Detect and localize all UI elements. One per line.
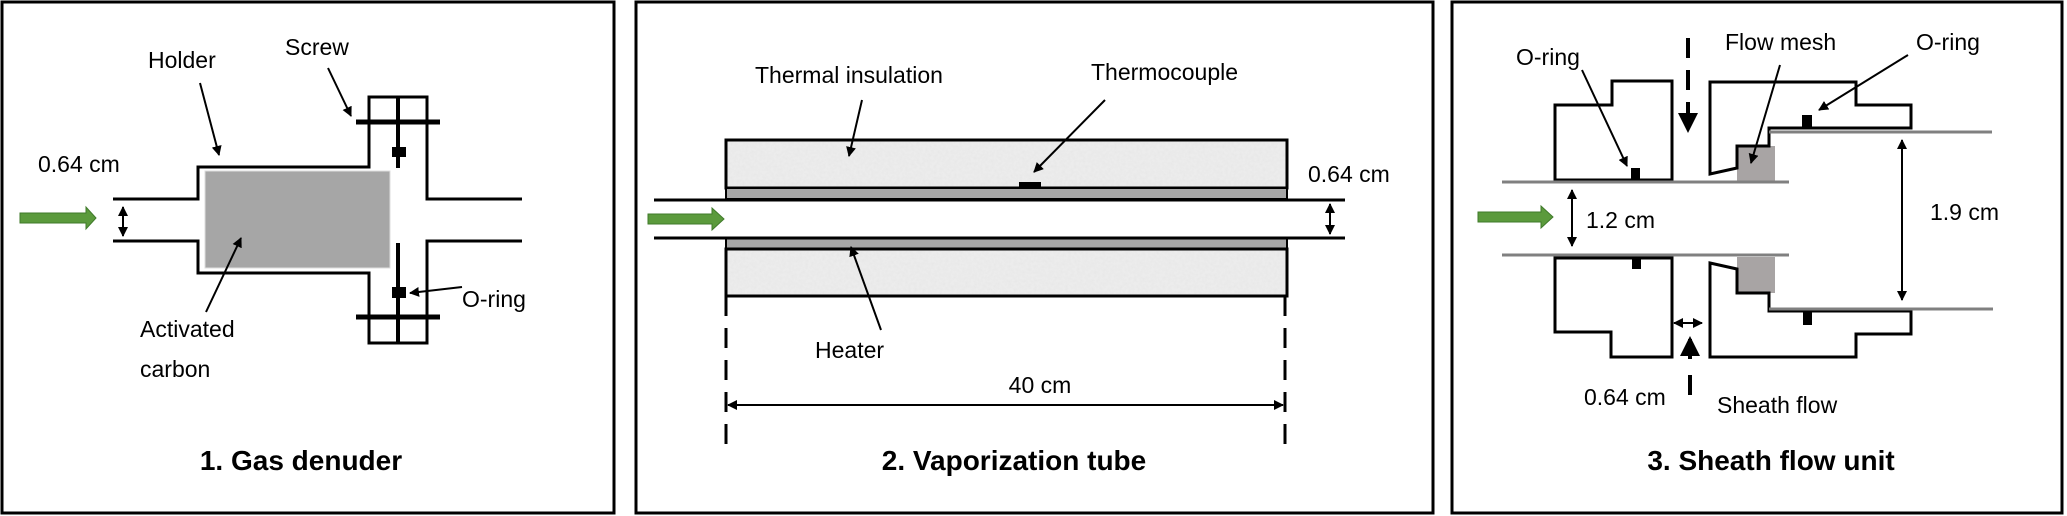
heater-upper bbox=[725, 187, 1288, 200]
left-block-upper bbox=[1553, 79, 1674, 182]
screw-pointer-arrow bbox=[327, 67, 352, 117]
panel-title: 1. Gas denuder bbox=[200, 445, 402, 476]
flow-arrow-icon bbox=[19, 205, 97, 231]
oring-lower bbox=[392, 287, 406, 298]
thermocouple-pointer-arrow bbox=[1033, 99, 1106, 173]
activated-carbon-block bbox=[204, 170, 391, 269]
flow-arrow-icon bbox=[647, 206, 725, 232]
diameter-label: 0.64 cm bbox=[1308, 161, 1390, 187]
gap-label: 0.64 cm bbox=[1584, 384, 1666, 410]
right-block-upper bbox=[1708, 80, 1913, 176]
flow-mesh-upper bbox=[1737, 146, 1775, 181]
oring-left-label: O-ring bbox=[1516, 44, 1580, 70]
oring-label: O-ring bbox=[462, 286, 526, 312]
holder-lower-wall bbox=[113, 239, 522, 345]
thermocouple bbox=[1019, 182, 1041, 189]
heater-pointer-arrow bbox=[849, 246, 882, 331]
length-label: 40 cm bbox=[1009, 372, 1072, 398]
oring-upper bbox=[392, 147, 406, 157]
panel-sheath-flow-unit: O-ring Flow mesh O-ring 1.2 cm 1.9 cm 0.… bbox=[1450, 0, 2064, 515]
oring-left-upper bbox=[1631, 168, 1640, 180]
panel-title: 3. Sheath flow unit bbox=[1647, 445, 1894, 476]
flow-mesh-pointer-arrow bbox=[1748, 64, 1781, 164]
flow-arrow-icon bbox=[1477, 204, 1554, 230]
panel-vaporization-tube: Thermal insulation Thermocouple 0.64 cm … bbox=[634, 0, 1435, 515]
oring-right-upper bbox=[1802, 115, 1812, 127]
activated-label: Activated bbox=[140, 316, 235, 342]
insulation-texture bbox=[728, 142, 1285, 186]
oring-right-pointer-arrow bbox=[1818, 54, 1909, 111]
diameter-label: 0.64 cm bbox=[38, 151, 120, 177]
outer-diameter-label: 1.9 cm bbox=[1930, 199, 1999, 225]
sheath-flow-label: Sheath flow bbox=[1717, 392, 1838, 418]
panel-title: 2. Vaporization tube bbox=[882, 445, 1146, 476]
oring-left-lower bbox=[1632, 258, 1641, 269]
carbon-pointer-arrow bbox=[205, 237, 242, 313]
insulation-label: Thermal insulation bbox=[755, 62, 943, 88]
left-block-lower bbox=[1553, 256, 1674, 359]
inner-diameter-label: 1.2 cm bbox=[1586, 207, 1655, 233]
oring-right-lower bbox=[1803, 312, 1812, 325]
oring-left-pointer-arrow bbox=[1581, 69, 1628, 167]
holder-pointer-arrow bbox=[199, 82, 222, 156]
screw-label: Screw bbox=[285, 34, 349, 60]
holder-upper-wall bbox=[113, 95, 522, 201]
holder-label: Holder bbox=[148, 47, 216, 73]
flow-mesh-label: Flow mesh bbox=[1725, 29, 1836, 55]
carbon-label: carbon bbox=[140, 356, 210, 382]
oring-pointer-arrow bbox=[409, 286, 463, 297]
heater-lower bbox=[725, 237, 1288, 250]
panel-gas-denuder: Holder Screw 0.64 cm O-ring Activated ca… bbox=[0, 0, 616, 515]
oring-right-label: O-ring bbox=[1916, 29, 1980, 55]
right-block-lower bbox=[1708, 261, 1913, 359]
heater-label: Heater bbox=[815, 337, 884, 363]
insulation-texture bbox=[728, 251, 1285, 294]
insulation-pointer-arrow bbox=[846, 99, 863, 157]
thermocouple-label: Thermocouple bbox=[1091, 59, 1238, 85]
flow-mesh-lower bbox=[1737, 257, 1775, 293]
